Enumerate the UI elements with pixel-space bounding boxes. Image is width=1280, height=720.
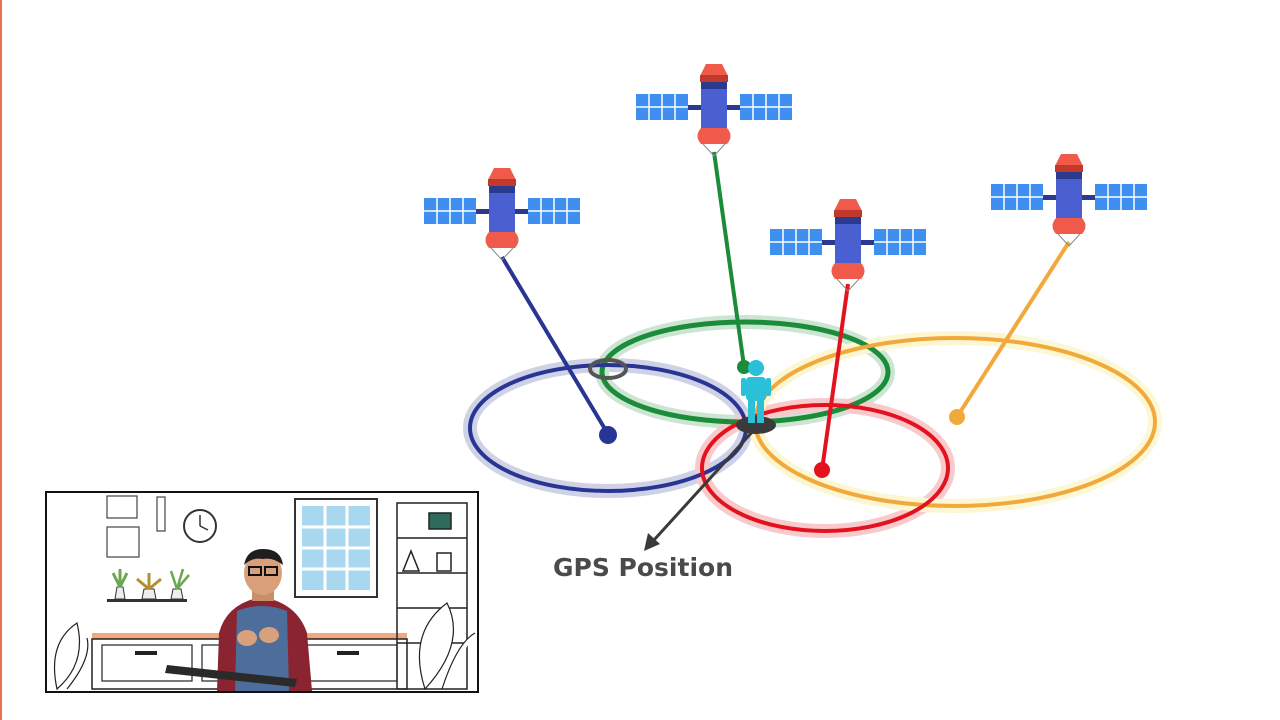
gps-pointer-arrow xyxy=(644,428,756,551)
wall-frames xyxy=(106,495,166,558)
bookshelf-icon xyxy=(396,502,468,690)
signal-line-blue xyxy=(500,255,610,436)
gps-position-label: GPS Position xyxy=(553,553,733,582)
signal-line-red xyxy=(820,283,850,471)
intersection-marker xyxy=(588,358,628,380)
satellite-icon-blue xyxy=(423,167,581,261)
ground-point-blue xyxy=(599,426,617,444)
person-icon xyxy=(736,360,776,434)
presenter-figure xyxy=(165,549,312,691)
webcam-scene xyxy=(53,495,476,691)
satellite-icon-orange xyxy=(990,153,1148,247)
presenter-webcam-overlay xyxy=(45,491,479,693)
ground-point-orange xyxy=(949,409,965,425)
window-icon xyxy=(294,498,378,598)
leaf-decoration xyxy=(53,602,476,691)
satellite-icon-green xyxy=(635,63,793,157)
range-ring-red xyxy=(700,403,950,533)
ground-point-green xyxy=(737,360,751,374)
clock-icon xyxy=(183,509,217,543)
signal-line-green xyxy=(712,151,746,367)
signal-line-orange xyxy=(955,240,1071,419)
slide-left-border xyxy=(0,0,2,720)
plant-icon xyxy=(111,568,190,600)
signal-range-glows xyxy=(463,315,1162,538)
ground-point-red xyxy=(814,462,830,478)
satellite-icon-red xyxy=(769,198,927,292)
